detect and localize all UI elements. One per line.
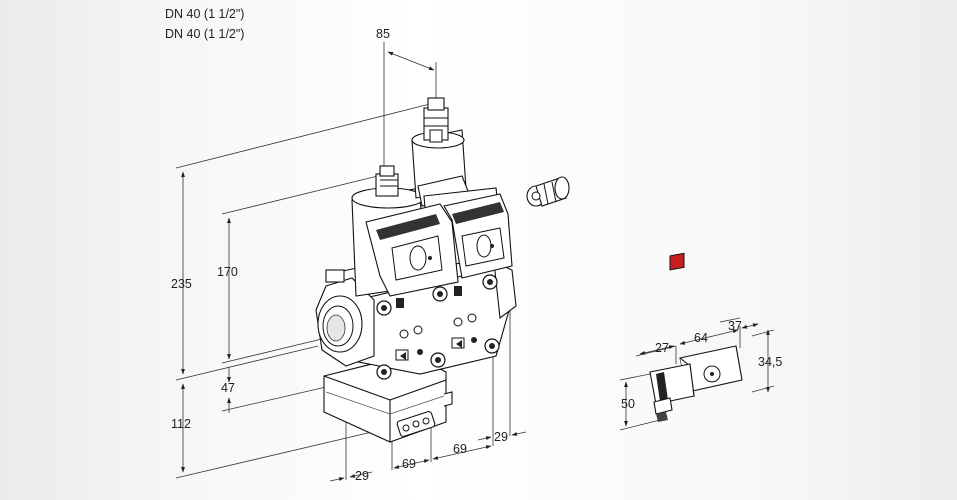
dim-37: 37	[728, 319, 742, 333]
valve-body	[315, 97, 517, 443]
dim-27: 27	[655, 341, 669, 355]
dim-29-right: 29	[494, 430, 508, 444]
dim-85: 85	[376, 27, 390, 41]
coil-covers	[365, 193, 513, 297]
model-title-1: DN 40 (1 1/2")	[165, 7, 245, 21]
dim-69-a: 69	[402, 457, 416, 471]
model-title-2: DN 40 (1 1/2")	[165, 27, 245, 41]
dim-29-bottom: 29	[355, 469, 369, 483]
dim-34-5: 34,5	[758, 355, 782, 369]
dim-69-b: 69	[453, 442, 467, 456]
dim-50: 50	[621, 397, 635, 411]
bolt-heads	[376, 274, 500, 380]
cable-gland	[526, 176, 570, 207]
dim-170: 170	[217, 265, 238, 279]
dim-112: 112	[171, 417, 191, 431]
plug-detail	[619, 252, 775, 431]
dimension-labels: 85 235 170 47 112 29 69 69 29 27 64 37 3…	[171, 27, 782, 483]
dim-64: 64	[694, 331, 708, 345]
dim-235: 235	[171, 277, 192, 291]
dim-47: 47	[221, 381, 235, 395]
